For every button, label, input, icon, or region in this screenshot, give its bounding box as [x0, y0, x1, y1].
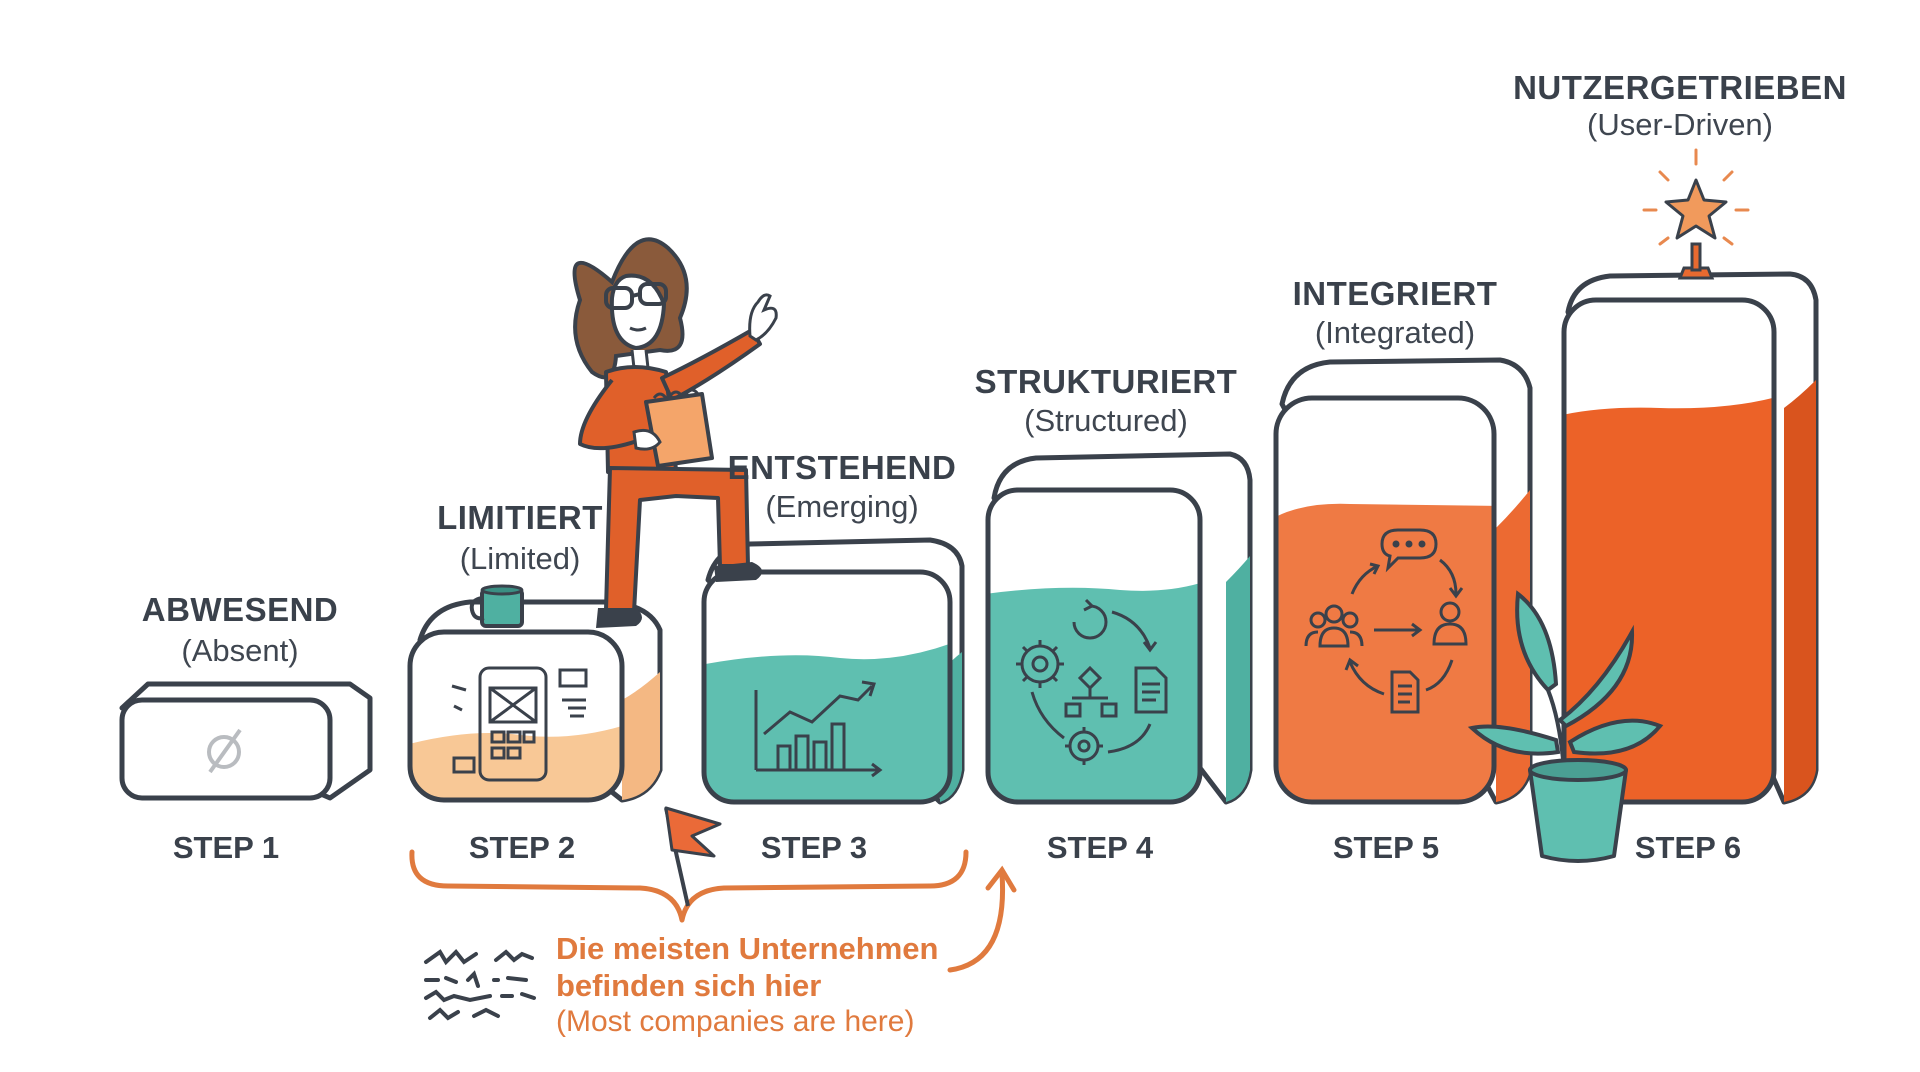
phone-wireframe-icon	[451, 666, 588, 782]
step-1-label: STEP 1	[172, 830, 280, 865]
step-1-subtitle: (Absent)	[181, 633, 299, 668]
star-trophy-icon	[1642, 148, 1750, 280]
step-1-title: ABWESEND	[141, 591, 339, 628]
annotation-line-2: befinden sich hier	[556, 968, 822, 1003]
step-4-subtitle: (Structured)	[1024, 403, 1188, 438]
coffee-mug-icon	[469, 584, 524, 628]
collaboration-cycle-icon	[1304, 528, 1468, 714]
step-6-subtitle: (User-Driven)	[1587, 107, 1773, 142]
step-2-label: STEP 2	[468, 830, 576, 865]
step-3-subtitle: (Emerging)	[765, 489, 919, 524]
step-2-title: LIMITIERT	[437, 499, 603, 536]
step-5-label: STEP 5	[1332, 830, 1440, 865]
process-cycle-icon	[1016, 598, 1168, 765]
block-step-1	[119, 681, 373, 801]
step-5-subtitle: (Integrated)	[1314, 315, 1476, 350]
block-step-5	[1273, 357, 1533, 805]
block-step-3	[701, 537, 965, 805]
scribble-notes-icon	[424, 949, 536, 1021]
step-2-subtitle: (Limited)	[459, 541, 581, 576]
step-4-title: STRUKTURIERT	[974, 363, 1238, 400]
step-6-label: STEP 6	[1634, 830, 1742, 865]
step-3-label: STEP 3	[760, 830, 868, 865]
empty-set-icon	[207, 728, 242, 774]
block-step-6	[1561, 148, 1819, 805]
step-5-title: INTEGRIERT	[1292, 275, 1498, 312]
flag-icon	[664, 806, 722, 907]
potted-plant-illustration	[1467, 590, 1664, 863]
growth-chart-icon	[754, 680, 883, 778]
block-step-4	[985, 451, 1253, 805]
annotation-translation: (Most companies are here)	[556, 1005, 915, 1038]
curved-arrow-icon	[947, 865, 1017, 973]
person-illustration	[572, 237, 778, 628]
step-4-label: STEP 4	[1046, 830, 1154, 865]
group-brace	[409, 849, 969, 923]
step-6-title: NUTZERGETRIEBEN	[1513, 69, 1847, 106]
block-step-2	[407, 584, 663, 803]
step-3-title: ENTSTEHEND	[727, 449, 957, 486]
annotation-line-1: Die meisten Unternehmen	[556, 931, 939, 966]
